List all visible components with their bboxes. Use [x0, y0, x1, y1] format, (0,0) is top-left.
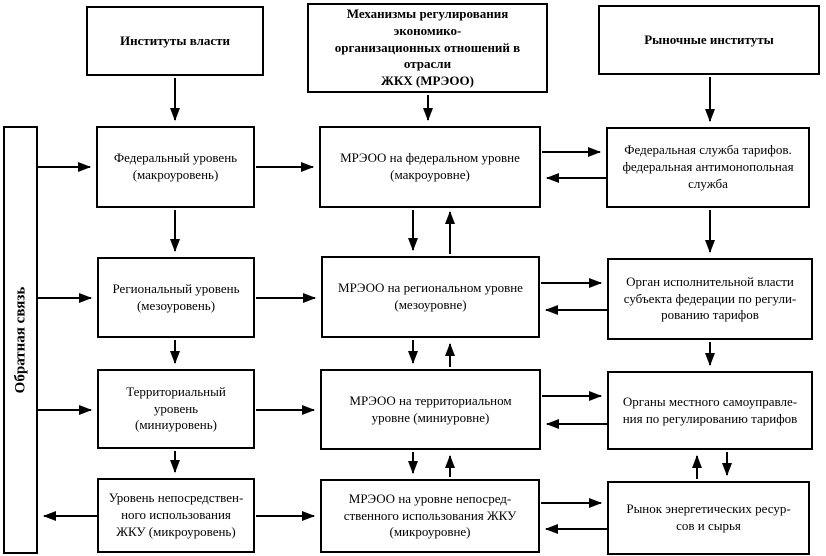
feedback-bar: Обратная связь [3, 126, 38, 554]
box-direct-use-level: Уровень непосредствен- ного использовани… [97, 478, 255, 553]
header-market-institutions: Рыночные институты [598, 5, 820, 75]
box-regional-level: Региональный уровень (мезоуровень) [97, 257, 255, 338]
box-energy-resources-market: Рынок энергетических ресур- сов и сырья [607, 481, 810, 555]
box-mreoo-direct-use: МРЭОО на уровне непосред- ственного испо… [320, 479, 540, 553]
box-local-government: Органы местного самоуправле- ния по регу… [607, 371, 813, 450]
box-federal-level: Федеральный уровень (макроуровень) [96, 126, 255, 208]
box-mreoo-territorial: МРЭОО на территориальном уровне (миниуро… [320, 369, 541, 450]
box-regional-executive-body: Орган исполнительной власти субъекта фед… [607, 258, 813, 340]
header-institutions-of-power: Институты власти [86, 6, 264, 76]
box-mreoo-regional: МРЭОО на региональном уровне (мезоуровне… [321, 256, 540, 338]
box-federal-tariff-service: Федеральная служба тарифов. федеральная … [606, 127, 810, 208]
box-mreoo-federal: МРЭОО на федеральном уровне (макроуровне… [319, 126, 541, 208]
feedback-label: Обратная связь [12, 286, 28, 394]
header-mechanisms-mreoo: Механизмы регулирования экономико- орган… [307, 3, 548, 93]
box-territorial-level: Территориальный уровень (миниуровень) [97, 369, 255, 449]
